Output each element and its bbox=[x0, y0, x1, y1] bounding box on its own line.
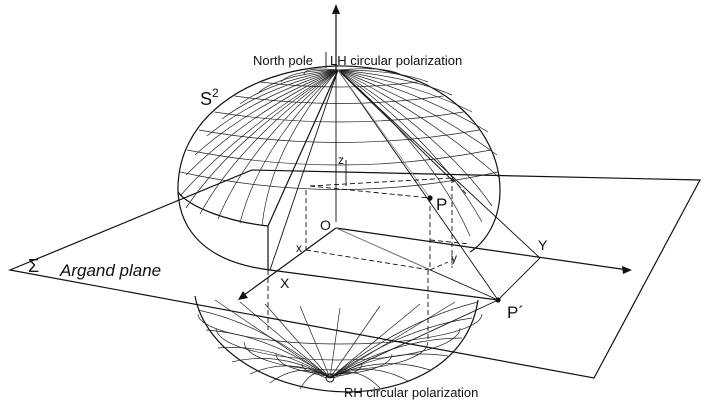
rh-pole-point bbox=[325, 373, 335, 383]
sphere-parallel bbox=[215, 327, 461, 361]
sphere-meridian bbox=[239, 301, 331, 379]
argand-plane-label: Argand plane bbox=[59, 261, 161, 280]
p-label: P bbox=[436, 195, 447, 214]
sphere-parallel bbox=[179, 171, 499, 190]
sphere-meridian bbox=[199, 69, 339, 215]
sphere-meridian bbox=[337, 69, 471, 237]
sphere-parallel bbox=[243, 341, 429, 371]
sphere-meridian bbox=[280, 69, 339, 83]
lh-polarization-label: LH circular polarization bbox=[330, 53, 462, 68]
sphere-parallel bbox=[214, 111, 464, 123]
rh-polarization-label: RH circular polarization bbox=[344, 385, 478, 400]
p-prime-label: P´ bbox=[507, 303, 524, 322]
y-small-label: y bbox=[451, 251, 457, 265]
sphere-letter: S bbox=[200, 89, 212, 109]
sphere-meridian bbox=[197, 309, 331, 379]
north-pole-label: North pole bbox=[253, 53, 313, 68]
sphere-meridian bbox=[217, 347, 331, 379]
sphere-meridian bbox=[337, 69, 489, 133]
sphere-parallel bbox=[260, 81, 418, 88]
sphere-parallel bbox=[197, 313, 483, 345]
sphere-parallel bbox=[198, 129, 480, 143]
sphere-meridian bbox=[337, 68, 401, 75]
sphere-meridian bbox=[329, 307, 341, 379]
sphere-meridian bbox=[329, 305, 381, 379]
sphere-meridian bbox=[261, 69, 339, 227]
sphere-meridian bbox=[303, 68, 339, 76]
sphere-meridian bbox=[329, 303, 421, 379]
z-label: z bbox=[338, 153, 344, 167]
sphere-meridian bbox=[185, 69, 339, 176]
sphere-meridian bbox=[329, 301, 456, 379]
sphere-meridian bbox=[337, 69, 498, 156]
sphere-meridian bbox=[337, 69, 429, 83]
sphere-meridian bbox=[206, 69, 339, 137]
sphere-meridian bbox=[185, 69, 339, 209]
sphere-meridian bbox=[179, 69, 339, 197]
upper-hemisphere bbox=[177, 65, 501, 271]
sphere-superscript: 2 bbox=[212, 86, 219, 100]
sphere-meridian bbox=[337, 69, 501, 179]
sphere-meridian bbox=[329, 317, 473, 379]
x-axis-label: X bbox=[280, 275, 290, 291]
sigma-label: Σ bbox=[28, 256, 39, 276]
sphere-meridian bbox=[264, 303, 331, 379]
sphere-parallel bbox=[234, 95, 444, 104]
sphere-meridian bbox=[217, 69, 339, 220]
origin-label: O bbox=[320, 217, 331, 233]
point-p-prime bbox=[495, 297, 501, 303]
sphere-meridian bbox=[337, 69, 453, 96]
sphere-meridian bbox=[269, 369, 331, 384]
x-small-label: x bbox=[296, 241, 302, 255]
argand-plane bbox=[7, 169, 701, 379]
sphere-meridian bbox=[258, 69, 339, 93]
point-p bbox=[427, 195, 433, 201]
sphere-meridian bbox=[239, 69, 339, 224]
sphere-meridian bbox=[337, 69, 473, 113]
sphere-parallel bbox=[275, 353, 393, 375]
sphere-meridian bbox=[221, 69, 339, 120]
sphere-meridian bbox=[299, 305, 331, 379]
sphere-label: S2 bbox=[200, 86, 219, 109]
axes bbox=[238, 4, 632, 300]
sphere-parallel bbox=[187, 149, 491, 166]
sphere-meridian bbox=[337, 69, 483, 223]
construction-lines bbox=[267, 69, 541, 379]
lower-hemisphere bbox=[194, 295, 483, 393]
sphere-meridian bbox=[329, 301, 479, 379]
y-axis-label: Y bbox=[538, 237, 548, 253]
sphere-meridian bbox=[194, 69, 339, 156]
